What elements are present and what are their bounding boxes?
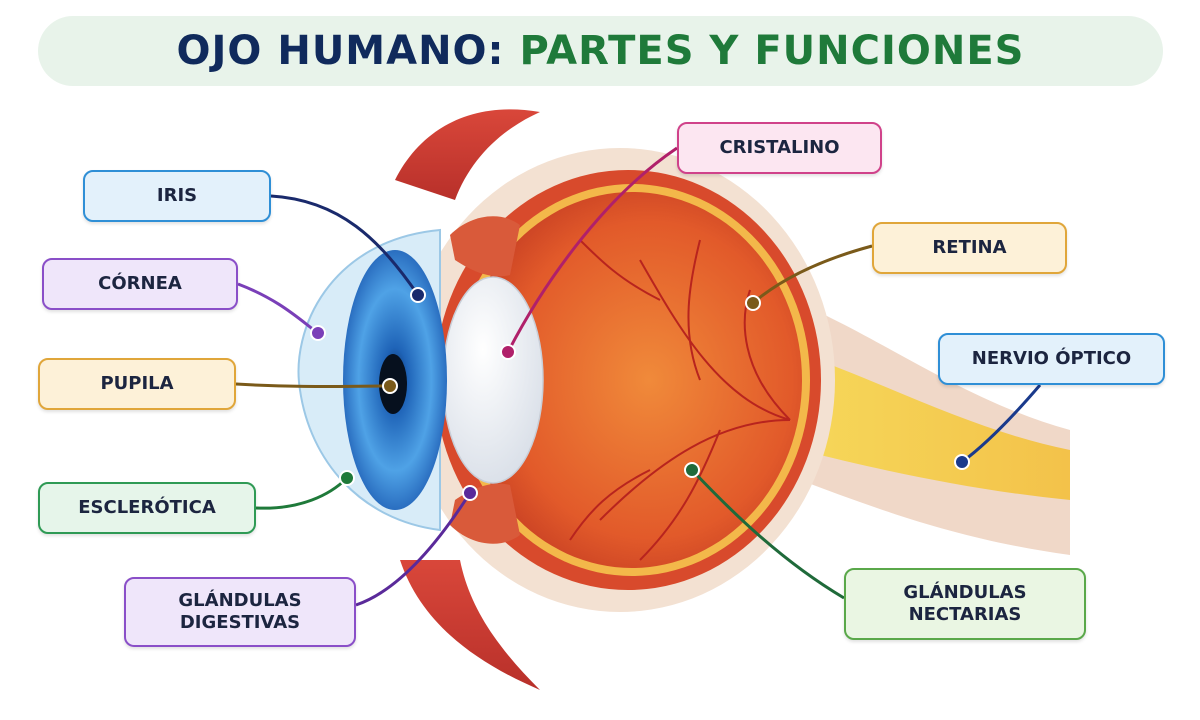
- label-cristalino: CRISTALINO: [677, 122, 882, 174]
- title-main: OJO HUMANO:: [176, 28, 505, 74]
- label-nervio-optico: NERVIO ÓPTICO: [938, 333, 1165, 385]
- label-iris: IRIS: [83, 170, 271, 222]
- lower-eye-muscle: [400, 560, 540, 690]
- leader-dot-nervio-optico: [954, 454, 970, 470]
- ciliary-body-upper: [450, 216, 520, 277]
- leader-dot-iris: [410, 287, 426, 303]
- label-cornea: CÓRNEA: [42, 258, 238, 310]
- leader-dot-glandulas-digestivas: [462, 485, 478, 501]
- title-banner: OJO HUMANO: PARTES Y FUNCIONES: [38, 16, 1163, 86]
- leader-line-iris: [270, 194, 420, 296]
- leader-line-esclerotica: [255, 476, 349, 510]
- leader-line-nervio-optico: [961, 384, 1042, 464]
- label-esclerotica: ESCLERÓTICA: [38, 482, 256, 534]
- leader-line-cristalino: [506, 146, 678, 353]
- label-glandulas-nectarias: GLÁNDULAS NECTARIAS: [844, 568, 1086, 640]
- label-glandulas-digestivas: GLÁNDULAS DIGESTIVAS: [124, 577, 356, 647]
- leader-dot-esclerotica: [339, 470, 355, 486]
- leader-line-cornea: [237, 282, 319, 335]
- lens: [442, 276, 544, 484]
- leader-line-retina: [752, 244, 873, 305]
- leader-line-pupila: [235, 382, 391, 388]
- page-title: OJO HUMANO: PARTES Y FUNCIONES: [177, 28, 1025, 74]
- leader-lines: [235, 146, 1042, 607]
- label-retina: RETINA: [872, 222, 1067, 274]
- leader-line-glandulas-digestivas: [355, 492, 472, 607]
- upper-eye-muscle: [395, 109, 540, 200]
- label-pupila: PUPILA: [38, 358, 236, 410]
- leader-dot-pupila: [382, 378, 398, 394]
- leader-line-glandulas-nectarias: [690, 468, 845, 600]
- leader-dot-retina: [745, 295, 761, 311]
- optic-nerve: [790, 350, 1070, 500]
- leader-dot-cornea: [310, 325, 326, 341]
- title-accent: PARTES Y FUNCIONES: [519, 28, 1025, 74]
- leader-dot-cristalino: [500, 344, 516, 360]
- leader-dot-glandulas-nectarias: [684, 462, 700, 478]
